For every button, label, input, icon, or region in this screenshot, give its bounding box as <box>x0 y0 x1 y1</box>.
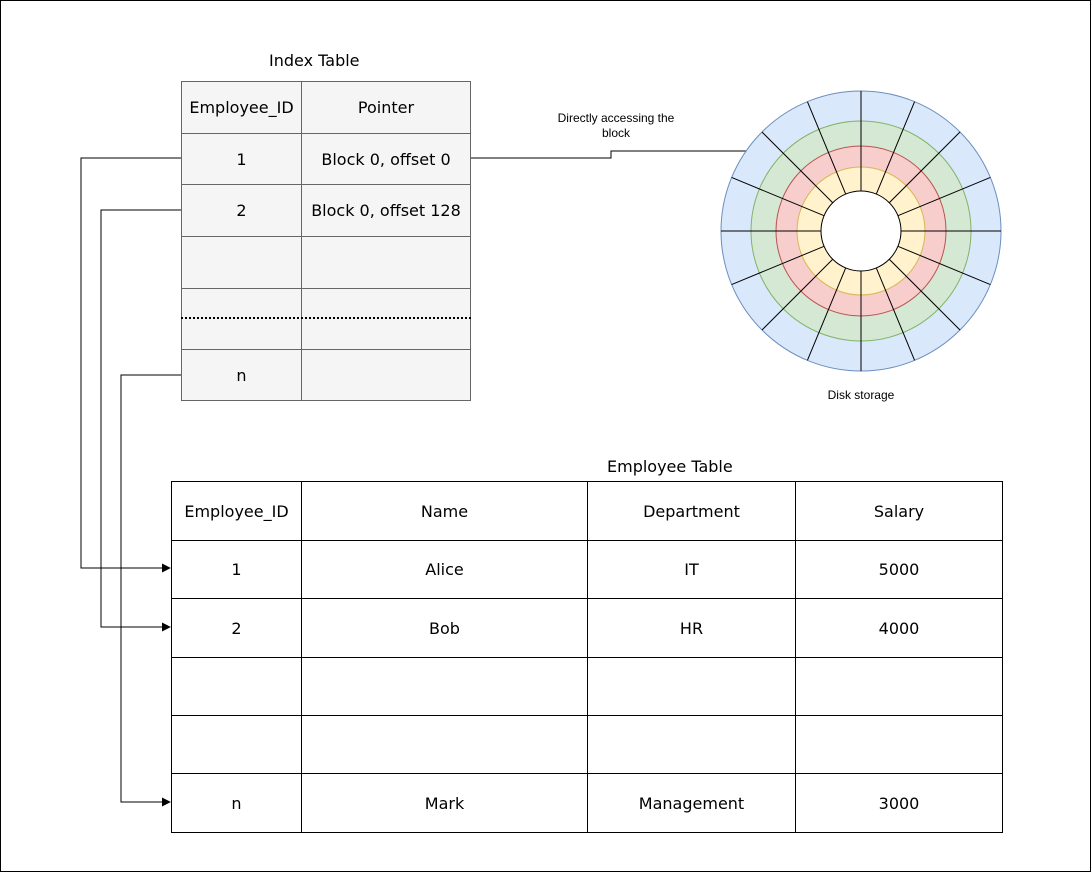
disk-sector-line <box>761 258 834 331</box>
employee-cell-department-row3 <box>587 657 796 716</box>
disk-sector-line <box>897 245 991 286</box>
employee-cell-department-row4 <box>587 715 796 774</box>
employee-cell-id-row5: n <box>171 773 302 833</box>
employee-cell-salary-row1: 5000 <box>795 540 1003 599</box>
disk-spindle-hole <box>820 190 902 272</box>
employee-header-employee-id: Employee_ID <box>171 481 302 541</box>
index-cell-pointer-row4 <box>301 288 471 350</box>
index-cell-id-row5: n <box>181 349 302 401</box>
disk-storage-label: Disk storage <box>827 388 895 402</box>
disk-access-label: Directly accessing the block <box>557 111 675 140</box>
employee-header-salary: Salary <box>795 481 1003 541</box>
index-cell-pointer-row2: Block 0, offset 128 <box>301 184 471 237</box>
employee-cell-name-row1: Alice <box>301 540 588 599</box>
index-cell-pointer-row5 <box>301 349 471 401</box>
employee-cell-id-row4 <box>171 715 302 774</box>
employee-cell-salary-row4 <box>795 715 1003 774</box>
index-header-employee-id: Employee_ID <box>181 81 302 134</box>
index-cell-id-row1: 1 <box>181 133 302 185</box>
connector-row-2 <box>100 209 181 632</box>
employee-cell-id-row3 <box>171 657 302 716</box>
index-cell-id-row2: 2 <box>181 184 302 237</box>
connector-row-n <box>120 374 181 807</box>
disk-sector-line <box>875 267 916 361</box>
employee-header-name: Name <box>301 481 588 541</box>
disk-sector-line <box>888 131 961 204</box>
index-table-title: Index Table <box>269 51 360 70</box>
employee-table-title: Employee Table <box>607 457 733 476</box>
employee-header-department: Department <box>587 481 796 541</box>
employee-cell-department-row1: IT <box>587 540 796 599</box>
employee-cell-id-row1: 1 <box>171 540 302 599</box>
disk-sector-line <box>731 245 825 286</box>
employee-cell-name-row5: Mark <box>301 773 588 833</box>
disk-sector-line <box>806 101 847 195</box>
employee-cell-department-row2: HR <box>587 598 796 658</box>
disk-sector-line <box>897 176 991 217</box>
index-ellipsis-dotted-line <box>181 317 471 319</box>
connector-row-1 <box>80 157 181 573</box>
index-cell-id-row4 <box>181 288 302 350</box>
disk-sector-line <box>761 131 834 204</box>
employee-cell-salary-row2: 4000 <box>795 598 1003 658</box>
disk-sector-line <box>731 176 825 217</box>
disk-access-arrow <box>471 146 801 159</box>
employee-cell-department-row5: Management <box>587 773 796 833</box>
employee-cell-name-row3 <box>301 657 588 716</box>
index-cell-pointer-row3 <box>301 236 471 289</box>
employee-cell-id-row2: 2 <box>171 598 302 658</box>
disk-sector-line <box>888 258 961 331</box>
disk-storage-graphic <box>720 90 1002 372</box>
index-cell-id-row3 <box>181 236 302 289</box>
employee-cell-salary-row3 <box>795 657 1003 716</box>
employee-cell-name-row4 <box>301 715 588 774</box>
index-header-pointer: Pointer <box>301 81 471 134</box>
disk-sector-line <box>875 101 916 195</box>
employee-cell-salary-row5: 3000 <box>795 773 1003 833</box>
index-cell-pointer-row1: Block 0, offset 0 <box>301 133 471 185</box>
employee-cell-name-row2: Bob <box>301 598 588 658</box>
disk-sector-line <box>806 267 847 361</box>
